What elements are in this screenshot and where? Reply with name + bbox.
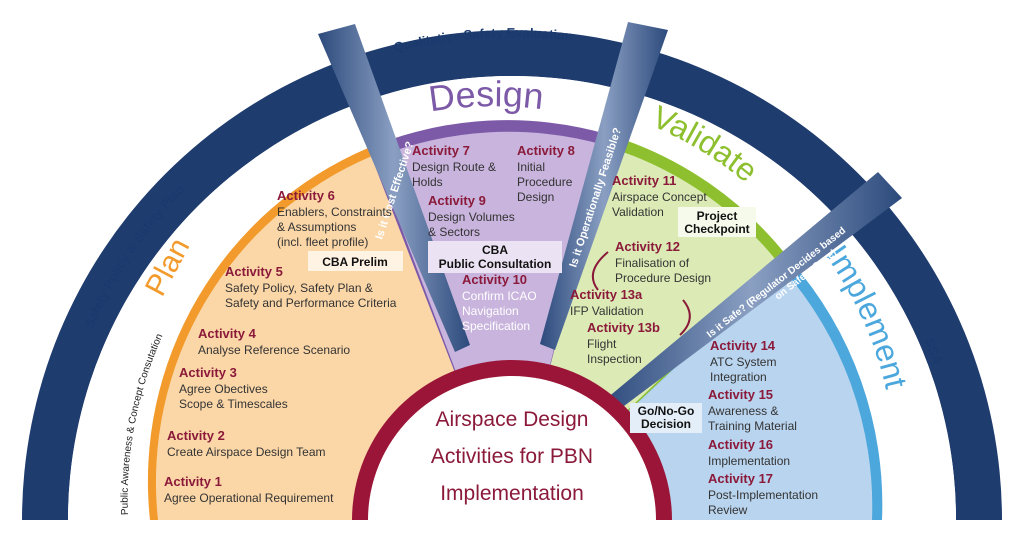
activity-title: Activity 12	[615, 239, 680, 254]
activity-description: & Assumptions	[277, 220, 356, 234]
activity-title: Activity 8	[517, 143, 575, 158]
activity-description: Training Material	[708, 419, 797, 433]
project-label: Project	[697, 209, 738, 223]
activity-description: Awareness &	[708, 404, 778, 418]
activity-title: Activity 14	[710, 338, 776, 353]
activity-title: Activity 9	[428, 193, 486, 208]
activity-title: Activity 5	[225, 264, 283, 279]
activity-a2: Activity 2 Create Airspace Design Team	[167, 428, 326, 459]
activity-description: Integration	[710, 370, 767, 384]
validation-loop-right	[679, 299, 691, 336]
activity-title: Activity 11	[612, 173, 676, 188]
cba-prelim-box	[308, 251, 403, 271]
activity-description: Specification	[462, 319, 530, 333]
activity-description: Airspace Concept	[612, 190, 707, 204]
activity-a16: Activity 16 Implementation	[708, 437, 790, 468]
activity-description: Navigation	[462, 304, 519, 318]
activity-description: Procedure	[517, 175, 573, 189]
activity-a10: Activity 10 Confirm ICAONavigationSpecifi…	[462, 272, 537, 333]
activity-title: Activity 16	[708, 437, 773, 452]
activity-title: Activity 10	[462, 272, 527, 287]
activity-a9: Activity 9 Design Volumes& Sectors	[428, 193, 515, 239]
activity-description: Safety and Performance Criteria	[225, 296, 397, 310]
activity-description: Create Airspace Design Team	[167, 445, 326, 459]
phase-design-label: Design	[426, 73, 545, 119]
center-disc	[368, 376, 656, 520]
activity-description: ATC System	[710, 355, 776, 369]
activity-description: & Sectors	[428, 225, 480, 239]
activity-description: Post-Implementation	[708, 488, 818, 502]
activity-a15: Activity 15 Awareness &Training Material	[708, 387, 797, 433]
activity-description: Design Route &	[412, 160, 496, 174]
gonogo-box	[630, 403, 702, 433]
cba-prelim-label: CBA Prelim	[322, 255, 388, 269]
activity-a7: Activity 7 Design Route &Holds	[412, 143, 496, 189]
validation-loop-left	[591, 251, 609, 291]
activity-description: (incl. fleet profile)	[277, 235, 368, 249]
activity-description: Initial	[517, 160, 545, 174]
activity-description: Implementation	[708, 454, 790, 468]
activity-title: Activity 13a	[570, 287, 643, 302]
activity-description: Analyse Reference Scenario	[198, 343, 350, 357]
activity-a4: Activity 4 Analyse Reference Scenario	[198, 326, 350, 357]
activity-description: Validation	[612, 205, 664, 219]
activity-description: Finalisation of	[615, 256, 690, 270]
gate-safe-wedge	[600, 172, 902, 415]
activity-title: Activity 17	[708, 471, 773, 486]
activity-description: Procedure Design	[615, 271, 711, 285]
activity-description: Scope & Timescales	[179, 397, 288, 411]
activity-description: Confirm ICAO	[462, 289, 537, 303]
cba-box	[428, 241, 562, 273]
activity-description: Safety Policy, Safety Plan &	[225, 281, 373, 295]
center-line-2: Activities for PBN	[431, 445, 593, 468]
checkpoint-label: Checkpoint	[684, 222, 749, 236]
activity-a5: Activity 5 Safety Policy, Safety Plan &Sa…	[225, 264, 397, 310]
activity-title: Activity 4	[198, 326, 257, 341]
decision-label: Decision	[641, 417, 691, 431]
gonogo-label: Go/No-Go	[638, 404, 695, 418]
activity-title: Activity 15	[708, 387, 773, 402]
activity-title: Activity 3	[179, 365, 237, 380]
cba-label: CBA	[482, 243, 508, 257]
activity-description: Holds	[412, 175, 443, 189]
activity-description: Flight	[587, 337, 617, 351]
activity-description: Agree Obectives	[179, 382, 268, 396]
activity-description: Agree Operational Requirement	[164, 491, 334, 505]
activity-title: Activity 6	[277, 188, 335, 203]
design-sector	[375, 131, 604, 520]
project-checkpoint-box	[678, 207, 756, 237]
activity-a6: Activity 6 Enablers, Constraints& Assumpt…	[277, 188, 392, 249]
gate-operational-wedge	[540, 22, 668, 350]
activity-a1: Activity 1 Agree Operational Requirement	[164, 474, 334, 505]
activity-title: Activity 13b	[587, 320, 660, 335]
activity-description: Design Volumes	[428, 210, 515, 224]
public-consultation-label: Public Consultation	[439, 257, 552, 271]
activity-description: Design	[517, 190, 554, 204]
activity-description: IFP Validation	[570, 304, 644, 318]
center-line-1: Airspace Design	[436, 408, 589, 431]
activity-description: Review	[708, 503, 748, 517]
activity-title: Activity 1	[164, 474, 222, 489]
activity-title: Activity 2	[167, 428, 225, 443]
center-line-3: Implementation	[440, 482, 584, 505]
activity-description: Inspection	[587, 352, 642, 366]
activity-description: Enablers, Constraints	[277, 205, 392, 219]
activity-title: Activity 7	[412, 143, 470, 158]
